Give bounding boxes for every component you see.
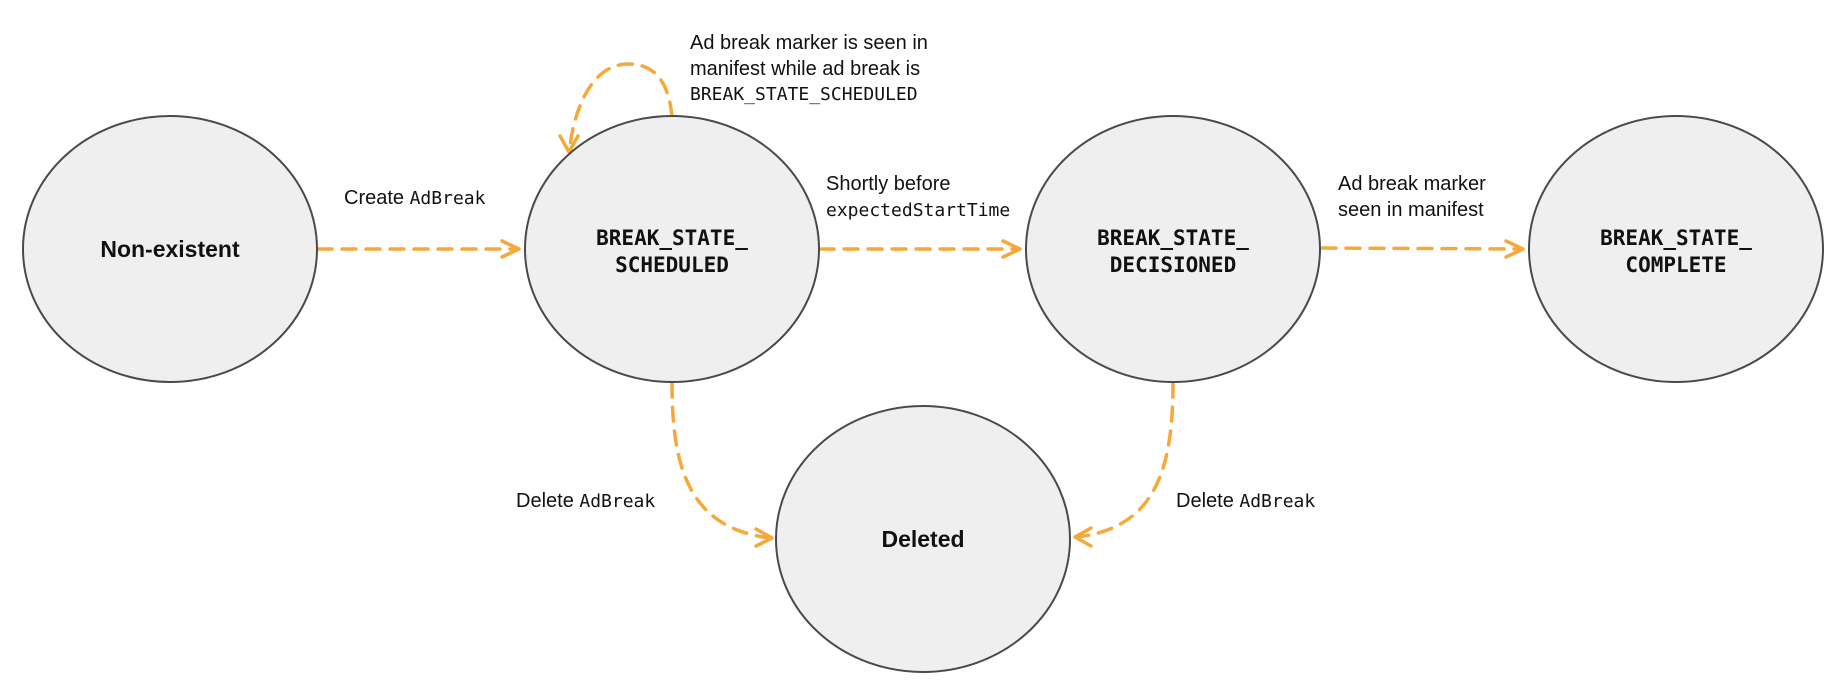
node-complete-label-line2: COMPLETE	[1625, 253, 1726, 277]
arrowhead-icon	[500, 239, 521, 259]
node-deleted: Deleted	[775, 405, 1071, 673]
node-decisioned-label-line1: BREAK_STATE_	[1097, 226, 1249, 250]
arrowhead-icon	[1001, 239, 1022, 259]
node-non-existent-label: Non-existent	[100, 236, 240, 262]
node-scheduled-shape	[524, 115, 820, 383]
edge-self-loop-label-line1: Ad break marker is seen in	[690, 32, 928, 54]
edge-delete-left-label: Delete AdBreak	[516, 490, 655, 512]
arrowhead-icon	[754, 527, 774, 548]
edge-delete-right-code: AdBreak	[1239, 491, 1315, 512]
edge-create-label: Create AdBreak	[344, 187, 486, 209]
edge-shortly-before-label-code: expectedStartTime	[826, 200, 1010, 221]
node-deleted-label: Deleted	[881, 526, 964, 552]
arrowhead-icon	[1073, 526, 1093, 548]
edge-decisioned-complete-line	[1320, 246, 1522, 251]
edge-scheduled-deleted-line	[670, 381, 772, 540]
node-deleted-shape	[775, 405, 1071, 673]
edge-delete-right-label: Delete AdBreak	[1176, 490, 1315, 512]
node-break-state-decisioned: BREAK_STATE_ DECISIONED	[1025, 115, 1321, 383]
edge-scheduled-decisioned	[818, 239, 1022, 259]
node-scheduled-label-line2: SCHEDULED	[615, 253, 729, 277]
edge-self-loop-line	[568, 62, 674, 148]
edge-marker-seen-label-line1: Ad break marker	[1338, 173, 1486, 195]
edge-create	[316, 239, 521, 259]
node-complete-label-line1: BREAK_STATE_	[1600, 226, 1752, 250]
node-decisioned-label-line2: DECISIONED	[1110, 253, 1236, 277]
edge-decisioned-deleted	[1073, 381, 1175, 548]
node-break-state-complete: BREAK_STATE_ COMPLETE	[1528, 115, 1824, 383]
node-non-existent-shape	[22, 115, 318, 383]
node-scheduled-label-line1: BREAK_STATE_	[596, 226, 748, 250]
node-non-existent: Non-existent	[22, 115, 318, 383]
edge-self-loop-label-line2: manifest while ad break is	[690, 58, 920, 80]
edge-decisioned-complete	[1320, 239, 1525, 259]
arrowhead-icon	[558, 134, 580, 154]
edge-create-text: Create	[344, 187, 410, 209]
edge-delete-right-text: Delete	[1176, 490, 1239, 512]
edge-marker-seen-label-line2: seen in manifest	[1338, 199, 1484, 221]
edge-scheduled-deleted	[670, 381, 774, 548]
node-decisioned-shape	[1025, 115, 1321, 383]
edge-shortly-before-label-line1: Shortly before	[826, 173, 951, 195]
edge-delete-left-text: Delete	[516, 490, 579, 512]
arrowhead-icon	[1504, 239, 1525, 259]
edge-create-code: AdBreak	[410, 188, 486, 209]
edge-decisioned-deleted-line	[1075, 381, 1175, 539]
edge-delete-left-code: AdBreak	[579, 491, 655, 512]
node-break-state-scheduled: BREAK_STATE_ SCHEDULED	[524, 115, 820, 383]
edge-self-loop-label-code: BREAK_STATE_SCHEDULED	[690, 84, 918, 105]
node-complete-shape	[1528, 115, 1824, 383]
edge-self-loop	[558, 62, 674, 154]
